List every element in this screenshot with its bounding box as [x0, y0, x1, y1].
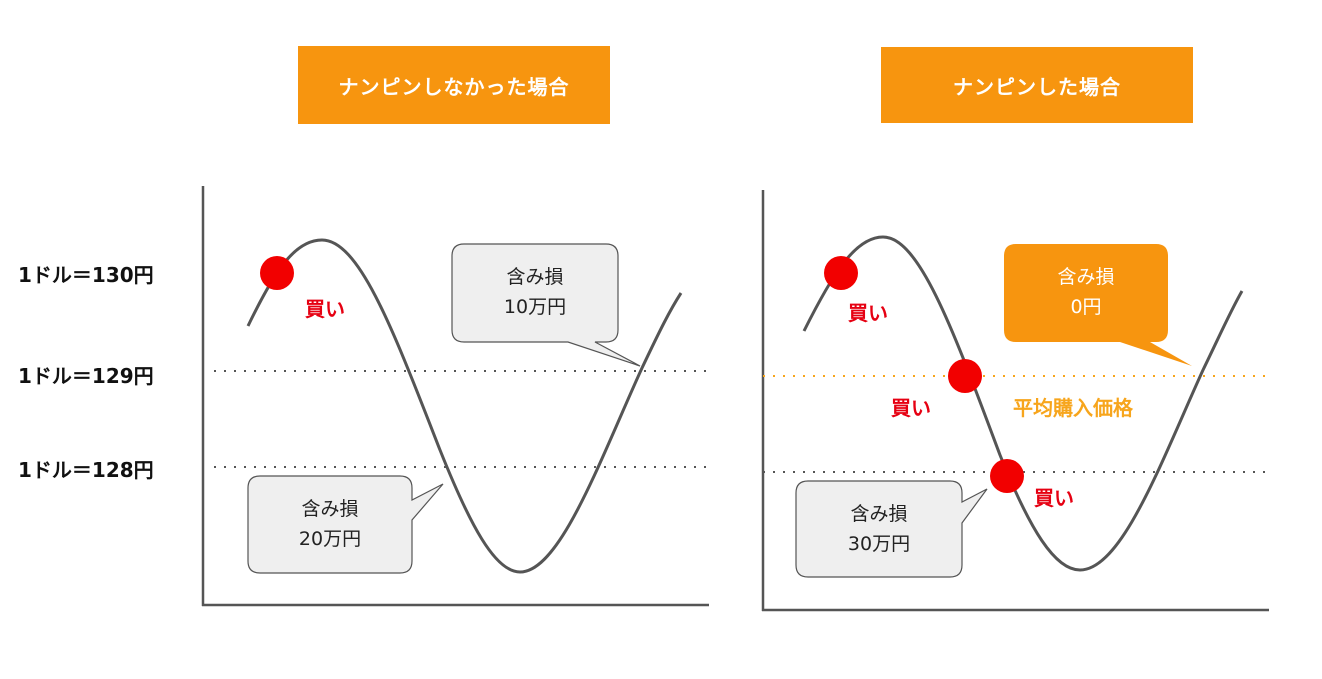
right-callout-top-shape: [1004, 244, 1192, 366]
left-callout-top-line1: 含み損: [506, 266, 564, 288]
right-buy-dot-1: [824, 256, 858, 290]
right-buy-label-3: 買い: [1034, 486, 1074, 510]
left-panel-title-text: ナンピンしなかった場合: [338, 74, 570, 99]
price-label-128: 1ドル＝128円: [18, 458, 154, 482]
left-chart: [201, 186, 709, 607]
right-buy-dot-2: [948, 359, 982, 393]
right-callout-bottom-shape: [795, 480, 988, 578]
left-callout-bottom-line1: 含み損: [301, 498, 359, 520]
right-callout-bottom-line1: 含み損: [850, 503, 908, 525]
left-callout-top-shape: [451, 243, 641, 367]
right-callout-top-line2: 0円: [1070, 296, 1102, 318]
left-price-curve: [246, 238, 683, 574]
right-callout-bottom-text: 含み損 30万円: [796, 499, 962, 559]
left-buy-label: 買い: [305, 297, 345, 321]
right-buy-dot-3: [990, 459, 1024, 493]
right-callout-top-text: 含み損 0円: [1004, 262, 1168, 322]
right-callout-bottom-line2: 30万円: [847, 533, 911, 555]
left-callout-top-line2: 10万円: [503, 296, 567, 318]
right-price-curve: [802, 235, 1244, 572]
price-label-130: 1ドル＝130円: [18, 263, 154, 287]
left-callout-bottom-text: 含み損 20万円: [248, 494, 412, 554]
right-callout-top-line1: 含み損: [1057, 266, 1115, 288]
price-label-129: 1ドル＝129円: [18, 364, 154, 388]
right-chart: [761, 190, 1269, 612]
right-panel-title: ナンピンした場合: [881, 47, 1193, 123]
left-panel-title: ナンピンしなかった場合: [298, 46, 610, 124]
right-panel-title-text: ナンピンした場合: [953, 74, 1121, 99]
right-buy-label-2: 買い: [891, 396, 931, 420]
left-buy-dot: [260, 256, 294, 290]
left-callout-bottom-shape: [247, 475, 444, 574]
right-buy-label-1: 買い: [848, 301, 888, 325]
left-callout-top-text: 含み損 10万円: [452, 262, 618, 322]
average-price-label: 平均購入価格: [1013, 396, 1133, 420]
left-callout-bottom-line2: 20万円: [298, 528, 362, 550]
